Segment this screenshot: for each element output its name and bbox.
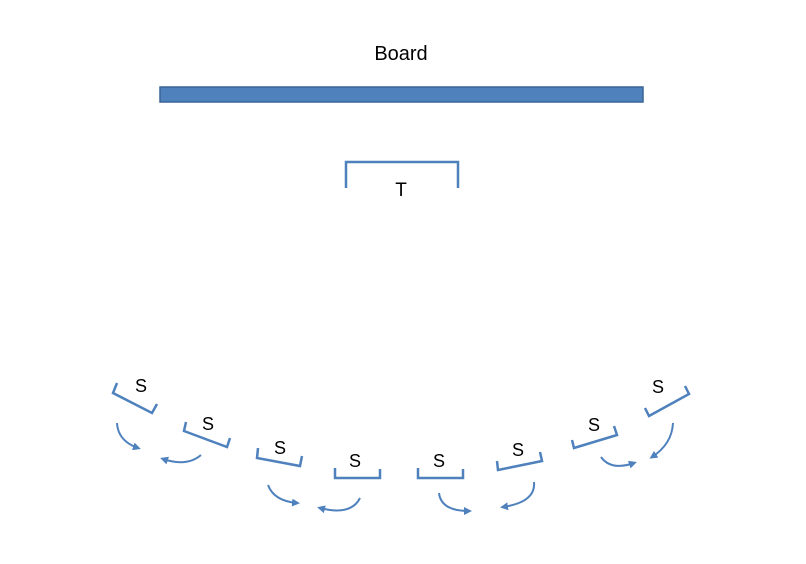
teacher-label: T <box>395 180 407 201</box>
student-1: S <box>111 376 159 451</box>
student-label: S <box>135 376 147 396</box>
student-desk <box>182 421 232 449</box>
turn-arrow <box>160 454 202 465</box>
student-desk <box>570 425 619 450</box>
student-2: S <box>160 414 232 465</box>
student-6: S <box>495 440 544 511</box>
student-label: S <box>202 414 214 434</box>
student-label: S <box>588 415 600 435</box>
turn-arrow <box>116 422 141 451</box>
student-label: S <box>652 377 664 397</box>
board <box>159 86 644 103</box>
student-desk <box>111 382 159 415</box>
board-label: Board <box>374 43 427 65</box>
student-3: S <box>255 438 304 507</box>
student-label: S <box>512 440 524 460</box>
turn-arrow <box>649 422 674 459</box>
turn-arrow <box>438 492 472 515</box>
student-4: S <box>317 451 382 514</box>
student-label: S <box>274 438 286 458</box>
student-label: S <box>349 451 361 471</box>
turn-arrow <box>500 481 536 511</box>
student-desk <box>416 468 465 480</box>
student-8: S <box>643 377 691 459</box>
turn-arrow <box>317 497 361 514</box>
student-7: S <box>570 415 637 469</box>
student-5: S <box>416 451 472 515</box>
student-desk <box>333 468 382 480</box>
turn-arrow <box>600 456 637 469</box>
student-label: S <box>433 451 445 471</box>
student-desk <box>643 385 691 418</box>
student-desk <box>255 447 304 468</box>
turn-arrow <box>267 484 300 507</box>
student-desk <box>495 451 544 472</box>
teacher-desk <box>344 160 460 188</box>
